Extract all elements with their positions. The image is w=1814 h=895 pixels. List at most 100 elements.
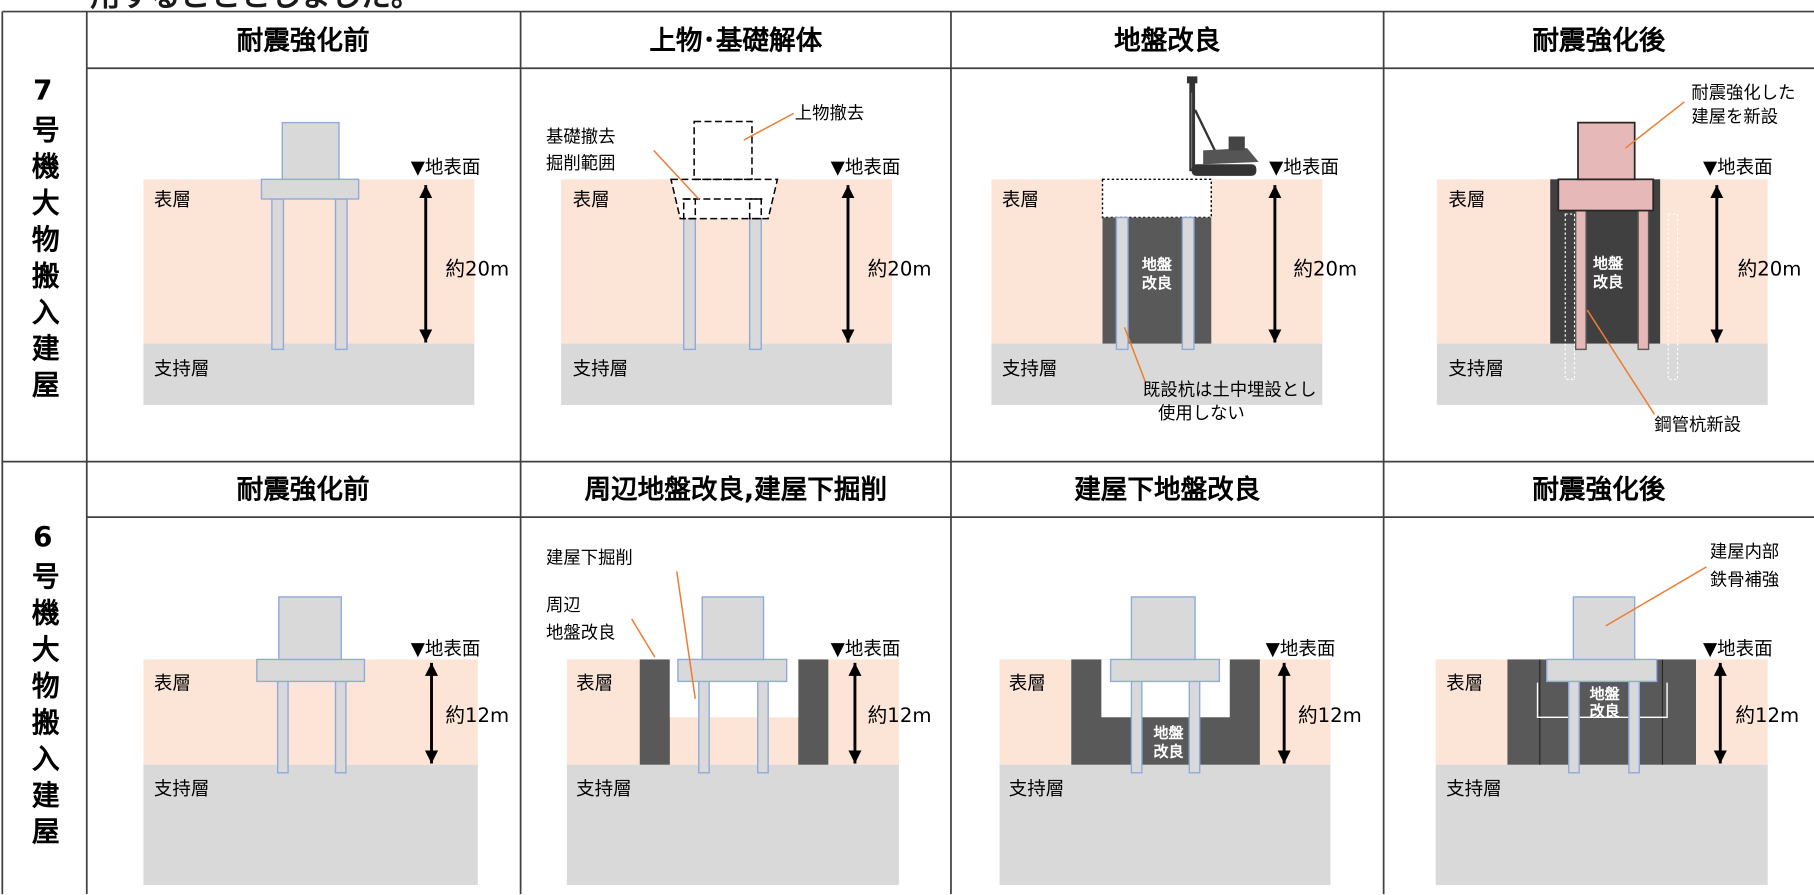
excavated-area [1101,178,1212,219]
pile [334,198,348,351]
old-pile-outline [1667,213,1679,381]
internal-reinforcement-label: 鉄骨補強 [1710,570,1779,590]
step-header: 耐震強化後 [1532,475,1665,506]
building-superstructure [281,121,340,181]
new-steel-pile [1637,209,1650,351]
bearing-layer-label: 支持層 [154,359,210,380]
depth-label: 約12m [445,704,509,727]
under-building-excavation-label: 建屋下掘削 [546,548,633,568]
depth-label: 約12m [868,704,932,727]
pile [757,680,769,774]
building-footing [1546,658,1658,683]
depth-label: 約20m [868,257,932,280]
building-superstructure [278,596,342,661]
bearing-layer [999,764,1331,886]
ground-level-label: ▼地表面 [1703,158,1773,179]
step-header: 耐震強化前 [237,26,370,57]
row-label-unit6: 6号機大物搬入建屋 [26,520,60,854]
pile [1130,680,1143,774]
bearing-layer-label: 支持層 [1002,359,1058,380]
building-footing [1109,658,1221,683]
building-footing [256,658,366,683]
existing-pile [1181,216,1195,351]
bearing-layer [1435,764,1768,886]
improved-ground [639,659,670,765]
building-footing [677,658,788,683]
improved-ground [798,659,829,765]
step-header: 周辺地盤改良,建屋下掘削 [584,475,887,506]
ground-level-label: ▼地表面 [1266,639,1336,660]
step-header: 上物･基礎解体 [649,26,822,57]
removed-pile-head [682,198,697,220]
bearing-layer [143,764,478,886]
leader-line [1624,101,1685,149]
depth-label: 約20m [1738,257,1802,280]
panel-unit6-peripheral-improvement: 表層 支持層 建屋下掘削 周辺 地盤改良 ▼地表面 約12m [546,548,932,886]
depth-label: 約12m [1298,704,1362,727]
surface-layer-label: 表層 [1446,674,1483,695]
pile [1568,680,1580,774]
new-building-label: 耐震強化した [1691,83,1795,103]
row-label-unit7: 7号機大物搬入建屋 [26,74,60,407]
ground-level-label: ▼地表面 [411,639,481,660]
building-superstructure [1572,596,1636,661]
panel-unit6-before: 表層 支持層 ▼地表面 約12m [143,596,509,886]
row-label-cell: 7号機大物搬入建屋 [0,74,87,415]
depth-label: 約12m [1735,704,1799,727]
step-header: 耐震強化後 [1532,26,1665,57]
surface-layer-label: 表層 [1448,190,1485,211]
surface-layer-label: 表層 [1009,674,1046,695]
depth-label: 約20m [445,257,509,280]
table-grid [1,10,1814,895]
leader-line [631,618,656,658]
new-steel-pile [1574,209,1587,351]
new-building-footing [1557,178,1655,212]
depth-label: 約20m [1293,257,1357,280]
bearing-layer [561,343,892,405]
pile [1188,680,1201,774]
ground-improvement-label: 改良 [1142,274,1172,292]
new-building-superstructure [1577,121,1636,181]
ground-improvement-label: 改良 [1153,743,1183,761]
removed-pile-head [748,198,762,220]
panel-unit7-after: 表層 支持層 地盤 改良 耐震強化した 建屋を新設 鋼管杭新設 ▼地表面 約20… [1436,83,1802,435]
building-superstructure [701,596,765,661]
pile [276,680,289,774]
row-label-cell: 6号機大物搬入建屋 [0,521,87,862]
panel-unit7-before: 表層 支持層 ▼地表面 約20m [143,121,509,405]
removed-superstructure-outline [693,120,753,181]
pile [748,198,762,351]
ground-improvement-label: 地盤 [1593,254,1624,272]
panel-unit7-demolition: 表層 支持層 上物撤去 基礎撤去 掘削範囲 ▼地表面 約20m [546,104,931,405]
peripheral-improvement-label: 周辺 [546,596,581,616]
existing-piles-note: 既設杭は土中埋設とし [1143,381,1316,401]
building-superstructure [1130,596,1196,661]
new-building-label: 建屋を新設 [1691,108,1778,128]
panel-unit6-under-building-improvement: 表層 支持層 地盤 改良 ▼地表面 約12m [999,596,1362,886]
ground-improvement-label: 改良 [1593,273,1623,291]
ground-improvement-label: 地盤 [1590,685,1621,703]
leader-line [1586,309,1655,415]
bearing-layer [991,343,1323,405]
ground-level-label: ▼地表面 [1269,158,1339,179]
pile-driver-icon [1186,76,1259,176]
pile [1628,680,1641,774]
internal-reinforcement-label: 建屋内部 [1710,543,1779,563]
ground-improvement-label: 地盤 [1142,256,1173,274]
leader-line [1605,566,1707,627]
surface-layer-label: 表層 [1002,190,1039,211]
surface-layer-label: 表層 [576,674,613,695]
surface-layer [143,179,475,344]
existing-pile [1115,216,1129,351]
panel-unit7-ground-improvement: 表層 支持層 地盤 改良 ▼地表面 約20m 既設杭は土中埋設とし 使用しない [991,76,1357,424]
step-header: 耐震強化前 [237,475,370,506]
leader-line [676,571,697,699]
pile [698,680,710,774]
bearing-layer-label: 支持層 [1448,359,1504,380]
pile [271,198,285,351]
bearing-layer-label: 支持層 [1009,779,1065,800]
bearing-layer-label: 支持層 [576,779,632,800]
bearing-layer [566,764,899,886]
foundation-removal-label: 基礎撤去 [546,127,615,147]
